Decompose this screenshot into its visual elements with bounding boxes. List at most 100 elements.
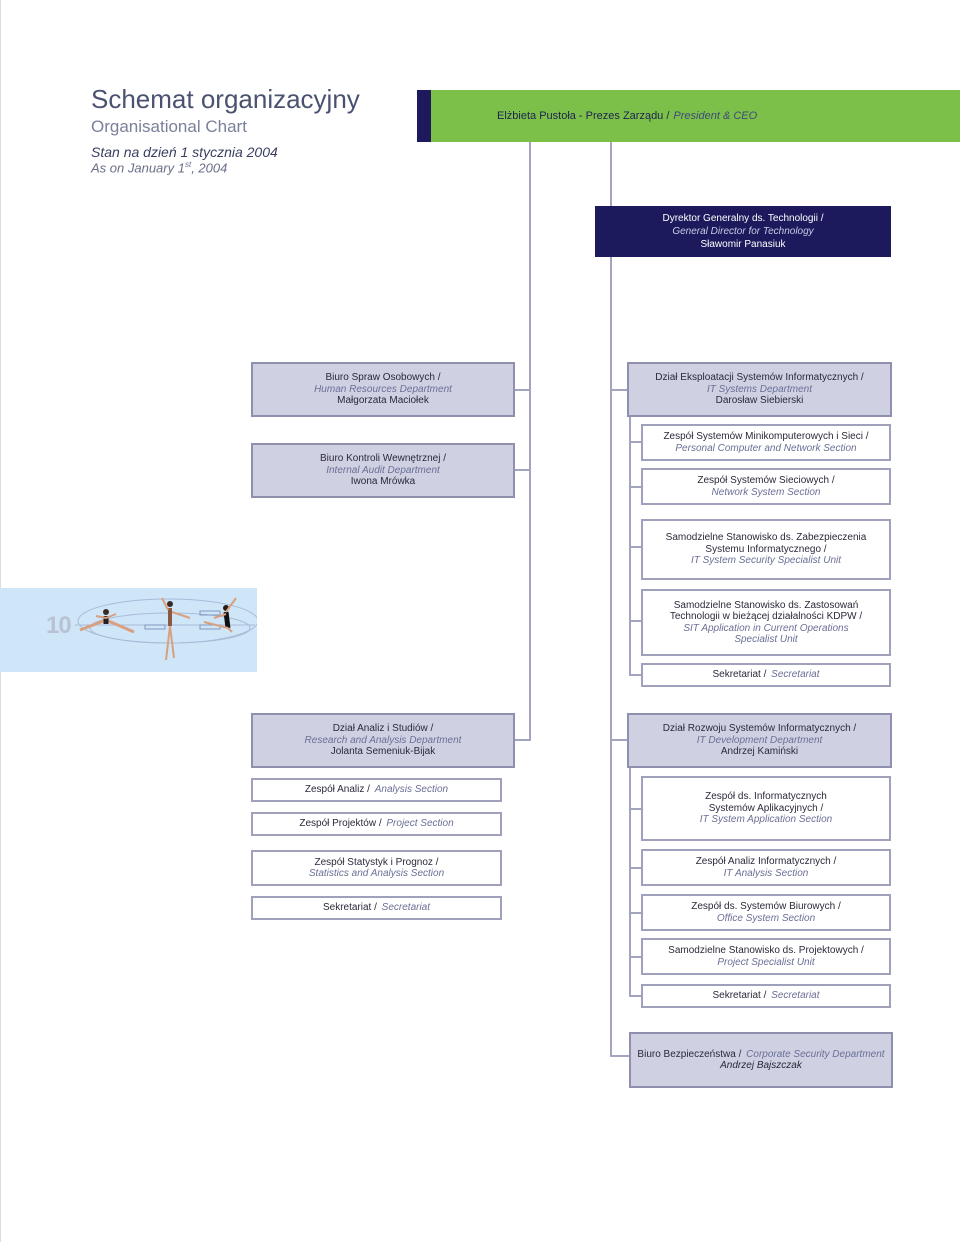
section-title: Zespół ds. Informatycznych xyxy=(705,791,827,803)
hr-title: Biuro Spraw Osobowych / xyxy=(325,372,441,384)
section-box: Samodzielne Stanowisko ds. Projektowych … xyxy=(641,938,891,975)
section-title-en: IT Analysis Section xyxy=(723,867,809,879)
ceo-box: Elżbieta Pustoła - Prezes Zarządu / Pres… xyxy=(431,90,960,142)
section-box: Sekretariat / Secretariat xyxy=(641,984,891,1008)
section-title: Sekretariat / xyxy=(322,902,377,914)
section-title: Zespół Statystyk i Prognoz / xyxy=(314,856,439,868)
section-title: Zespół Projektów / xyxy=(299,818,382,830)
section-title: Zespół Analiz Informatycznych / xyxy=(695,856,837,867)
section-title-en: Analysis Section xyxy=(374,784,449,796)
section-title-en: Secretariat xyxy=(771,990,820,1002)
section-title: Zespół Systemów Minikomputerowych i Siec… xyxy=(663,431,869,442)
audit-head: Iwona Mrówka xyxy=(350,476,416,488)
section-box: Zespół Analiz / Analysis Section xyxy=(251,778,502,802)
connector-left-trunk xyxy=(529,142,531,740)
section-title: Zespół ds. Systemów Biurowych / xyxy=(691,901,841,912)
connector-itsys-1 xyxy=(629,441,642,443)
it-development-title-en: IT Development Department xyxy=(696,734,823,746)
section-box: Zespół Statystyk i Prognoz / Statistics … xyxy=(251,850,502,886)
page-number: 10 xyxy=(46,612,72,639)
section-title: Systemu Informatycznego / xyxy=(705,543,827,555)
dancers-image xyxy=(75,597,259,661)
section-title: Samodzielne Stanowisko ds. Zastosowań xyxy=(673,599,859,611)
page-subtitle: Organisational Chart xyxy=(91,117,247,136)
director-box: Dyrektor Generalny ds. Technologii / Gen… xyxy=(595,206,891,257)
section-title: Zespół Analiz / xyxy=(304,784,370,796)
connector-itsys-4 xyxy=(629,620,642,622)
section-box: Sekretariat / Secretariat xyxy=(251,896,502,920)
section-title-en: IT System Security Specialist Unit xyxy=(690,555,842,567)
hr-title-en: Human Resources Department xyxy=(314,383,452,395)
section-title-en: Statistics and Analysis Section xyxy=(308,868,445,879)
date-en: As on January 1st, 2004 xyxy=(91,160,228,176)
connector-research xyxy=(514,739,531,741)
section-title: Samodzielne Stanowisko ds. Projektowych … xyxy=(668,945,864,956)
section-title: Technologii w bieżącej działalności KDPW… xyxy=(669,611,863,622)
section-title-en: Secretariat xyxy=(381,902,431,914)
connector-itsys-sub xyxy=(629,415,631,676)
research-title: Dział Analiz i Studiów / xyxy=(332,723,434,735)
connector-hr xyxy=(514,389,531,391)
director-title-en: General Director for Technology xyxy=(672,226,814,237)
hr-department-box: Biuro Spraw Osobowych / Human Resources … xyxy=(251,362,515,417)
research-title-en: Research and Analysis Department xyxy=(304,734,462,746)
section-box: Samodzielne Stanowisko ds. Zabezpieczeni… xyxy=(641,519,891,580)
section-title: Zespół Systemów Sieciowych / xyxy=(697,475,835,486)
security-title-en: Corporate Security Department xyxy=(746,1048,885,1060)
section-title-en: Specialist Unit xyxy=(734,634,798,645)
audit-department-box: Biuro Kontroli Wewnętrznej / Internal Au… xyxy=(251,443,515,498)
section-title: Sekretariat / xyxy=(712,990,767,1002)
security-head: Andrzej Bajszczak xyxy=(720,1060,802,1071)
section-box: Zespół ds. Informatycznych Systemów Apli… xyxy=(641,776,891,841)
hr-head: Małgorzata Maciołek xyxy=(337,395,429,407)
section-title: Samodzielne Stanowisko ds. Zabezpieczeni… xyxy=(665,532,867,544)
page-title: Schemat organizacyjny xyxy=(91,84,360,114)
connector-itdev-2 xyxy=(629,867,642,869)
section-title-en: Personal Computer and Network Section xyxy=(675,442,857,454)
connector-itdev-4 xyxy=(629,956,642,958)
it-systems-department-box: Dział Eksploatacji Systemów Informatyczn… xyxy=(627,362,892,417)
section-title-en: Secretariat xyxy=(771,669,820,681)
section-box: Samodzielne Stanowisko ds. Zastosowań Te… xyxy=(641,589,891,656)
section-title-en: SIT Application in Current Operations xyxy=(683,622,849,634)
section-box: Zespół Analiz Informatycznych / IT Analy… xyxy=(641,849,891,886)
connector-security xyxy=(610,1055,631,1057)
section-title-en: Project Section xyxy=(386,818,454,830)
it-development-title: Dział Rozwoju Systemów Informatycznych / xyxy=(662,723,857,735)
security-title: Biuro Bezpieczeństwa / xyxy=(637,1048,742,1060)
section-title-en: Network System Section xyxy=(711,486,821,498)
connector-itsys-3 xyxy=(629,546,642,548)
connector-itsystems xyxy=(610,389,629,391)
section-box: Zespół Systemów Sieciowych / Network Sys… xyxy=(641,468,891,505)
audit-title: Biuro Kontroli Wewnętrznej / xyxy=(320,453,446,465)
ceo-label: Elżbieta Pustoła - Prezes Zarządu / xyxy=(497,110,670,122)
research-head: Jolanta Semeniuk-Bijak xyxy=(330,746,436,758)
it-development-head: Andrzej Kamiński xyxy=(720,746,799,758)
section-title-en: Office System Section xyxy=(716,912,816,924)
connector-right-trunk xyxy=(610,142,612,1057)
section-box: Sekretariat / Secretariat xyxy=(641,663,891,687)
decorative-banner xyxy=(0,588,259,672)
connector-itdev-sub xyxy=(629,767,631,997)
connector-itsys-2 xyxy=(629,486,642,488)
it-systems-title-en: IT Systems Department xyxy=(706,383,813,395)
section-box: Zespół Projektów / Project Section xyxy=(251,812,502,836)
it-development-department-box: Dział Rozwoju Systemów Informatycznych /… xyxy=(627,713,892,768)
research-department-box: Dział Analiz i Studiów / Research and An… xyxy=(251,713,515,768)
section-box: Zespół ds. Systemów Biurowych / Office S… xyxy=(641,894,891,931)
connector-itdev-3 xyxy=(629,912,642,914)
director-name: Sławomir Panasiuk xyxy=(700,239,786,250)
connector-itdev-5 xyxy=(629,995,642,997)
it-systems-title: Dział Eksploatacji Systemów Informatyczn… xyxy=(655,372,864,384)
it-systems-head: Darosław Siebierski xyxy=(715,395,804,407)
section-title-en: Project Specialist Unit xyxy=(717,956,815,968)
ceo-bar-accent xyxy=(417,90,431,142)
connector-itdev-1 xyxy=(629,808,642,810)
security-department-box: Biuro Bezpieczeństwa / Corporate Securit… xyxy=(629,1032,893,1088)
section-title: Sekretariat / xyxy=(712,669,767,681)
section-title-en: IT System Application Section xyxy=(699,814,833,826)
connector-itdev xyxy=(610,739,629,741)
section-box: Zespół Systemów Minikomputerowych i Siec… xyxy=(641,424,891,461)
date-pl: Stan na dzień 1 stycznia 2004 xyxy=(91,144,278,160)
audit-title-en: Internal Audit Department xyxy=(326,464,440,476)
